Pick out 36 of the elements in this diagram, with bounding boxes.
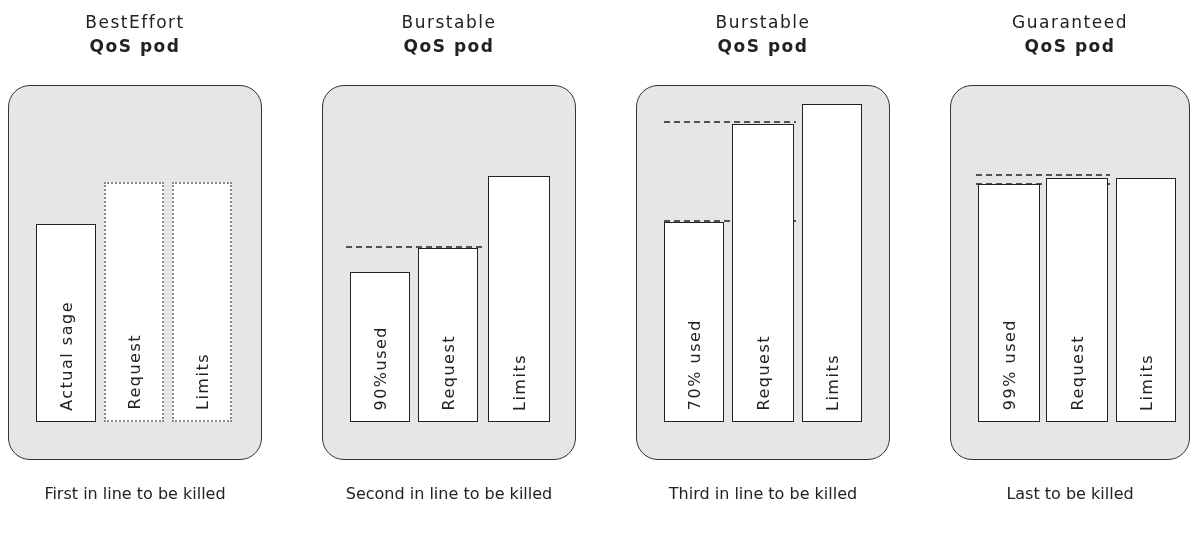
pod-class-heading: Guaranteed	[1011, 12, 1129, 32]
bar-label: 90%used	[370, 325, 389, 411]
bar-label: Limits	[1136, 353, 1155, 411]
bar-label: Request	[753, 335, 772, 411]
resource-bar	[487, 175, 550, 422]
bar-label: Limits	[509, 353, 528, 411]
pod-heading: QoS pod	[88, 36, 182, 56]
resource-bar	[1045, 177, 1108, 422]
caption-text: Last to be killed	[1005, 483, 1135, 505]
resource-bar	[663, 221, 724, 422]
pod-class-heading: BestEffort	[84, 12, 186, 32]
bar-label: Request	[1067, 335, 1086, 411]
bar-label: Request	[124, 334, 143, 410]
pod-class-heading: Burstable	[400, 12, 498, 32]
pod-heading: QoS pod	[1023, 36, 1117, 56]
resource-bar	[103, 181, 164, 422]
bar-label: Actual sage	[56, 300, 75, 411]
pod-class-heading: Burstable	[714, 12, 812, 32]
resource-bar	[731, 123, 794, 422]
caption-text: First in line to be killed	[43, 483, 227, 505]
resource-bar	[1115, 177, 1176, 422]
bar-label: Request	[438, 335, 457, 411]
resource-bar	[977, 183, 1040, 422]
caption-text: Second in line to be killed	[344, 483, 554, 505]
bar-label: 70% used	[684, 319, 703, 411]
bar-label: Limits	[192, 352, 211, 410]
resource-bar	[35, 223, 96, 422]
pod-heading: QoS pod	[716, 36, 810, 56]
bar-label: Limits	[822, 353, 841, 411]
resource-bar	[349, 271, 410, 422]
caption-text: Third in line to be killed	[667, 483, 859, 505]
pod-heading: QoS pod	[402, 36, 496, 56]
bar-label: 99% used	[999, 319, 1018, 411]
resource-bar	[801, 103, 862, 422]
resource-bar	[417, 247, 478, 422]
resource-bar	[171, 181, 232, 422]
